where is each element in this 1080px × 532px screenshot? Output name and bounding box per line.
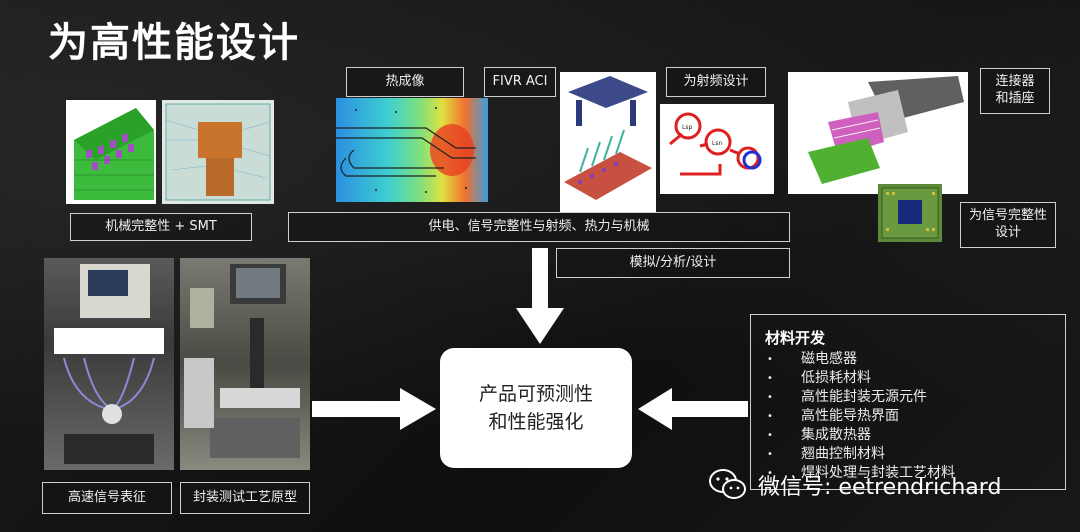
left-arrow-icon [638, 388, 748, 430]
predictability-line2: 和性能强化 [488, 411, 584, 433]
wechat-watermark: 微信号: eetrendrichard [708, 462, 1078, 508]
right-arrow-icon [312, 388, 436, 430]
fivr-label: FIVR ACI [484, 67, 556, 97]
connectors-label-text: 连接器 和插座 [995, 74, 1035, 106]
package-test-photo [180, 258, 310, 470]
signal-integrity-label-text: 为信号完整性 设计 [968, 208, 1047, 240]
materials-box: 材料开发 •磁电感器 •低损耗材料 •高性能封装无源元件 •高性能导热界面 •集… [750, 314, 1066, 490]
signal-integrity-label: 为信号完整性 设计 [960, 202, 1056, 248]
page-title: 为高性能设计 [48, 20, 300, 66]
fivr-image [560, 72, 656, 212]
package-test-label: 封装测试工艺原型 [180, 482, 310, 514]
high-speed-label: 高速信号表征 [42, 482, 172, 514]
rf-design-label: 为射频设计 [666, 67, 766, 97]
list-item: •集成散热器 [767, 427, 871, 443]
list-item: •高性能导热界面 [767, 408, 899, 424]
rf-label-lsp: Lsp [682, 124, 692, 131]
list-item: •磁电感器 [767, 351, 857, 367]
predictability-line1: 产品可预测性 [478, 382, 593, 405]
list-item: •焊料处理与封装工艺材料 [767, 465, 955, 481]
connector-image [788, 72, 968, 194]
list-item: •高性能封装无源元件 [767, 389, 927, 405]
thermal-image [336, 98, 488, 202]
high-speed-lab-photo [44, 258, 174, 470]
list-item: •低损耗材料 [767, 370, 871, 386]
mech-model-image [66, 100, 156, 204]
thermal-label: 热成像 [346, 67, 464, 97]
watermark-text: 微信号: eetrendrichard [758, 475, 1002, 500]
materials-title: 材料开发 [765, 329, 826, 347]
sim-label: 模拟/分析/设计 [556, 248, 790, 278]
chip-image [878, 184, 942, 242]
rf-image: Lsp Lsn [660, 104, 774, 194]
predictability-box: 产品可预测性 和性能强化 [440, 348, 632, 468]
rf-label-lsn: Lsn [712, 140, 722, 147]
connectors-label: 连接器 和插座 [980, 68, 1050, 114]
mech-smt-label: 机械完整性 + SMT [70, 213, 252, 241]
down-arrow-icon [516, 248, 564, 344]
power-signal-label: 供电、信号完整性与射频、热力与机械 [288, 212, 790, 242]
pcb-layout-image [162, 100, 274, 204]
list-item: •翘曲控制材料 [767, 446, 885, 462]
wechat-icon [709, 469, 746, 499]
